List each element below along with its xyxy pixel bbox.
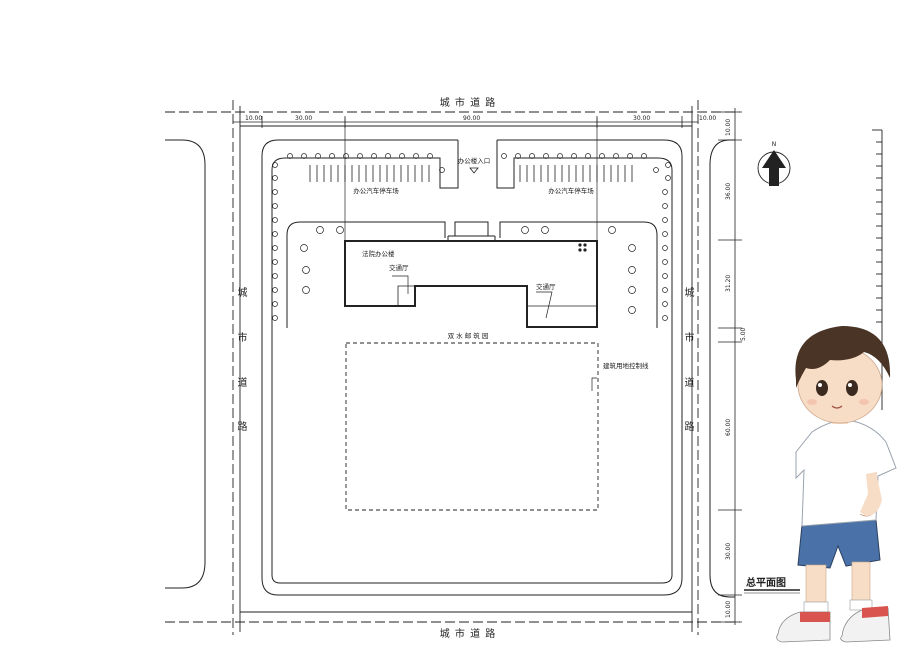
road-label-bottom: 城 市 道 路	[440, 627, 497, 640]
drawing-title: 总平面图	[746, 576, 786, 589]
dim-right-5: 60.00	[725, 419, 732, 436]
entrance-marker	[469, 167, 479, 174]
dim-top-5: 10.00	[699, 115, 716, 122]
road-label-left-2: 市	[238, 331, 249, 344]
dim-top-2: 30.00	[295, 115, 312, 122]
dim-right-4: 5.00	[740, 327, 747, 341]
road-label-left-3: 道	[238, 376, 249, 389]
road-label-left-1: 城	[238, 287, 249, 299]
parking-stalls-left	[309, 165, 430, 182]
control-line-label: 建筑用地控制线	[603, 361, 649, 370]
inner-solid-lines	[239, 106, 693, 632]
entrance-portico	[454, 221, 489, 237]
trees-right	[501, 153, 671, 321]
top-dimension-line	[233, 116, 698, 128]
parking-stalls-right	[519, 165, 633, 182]
road-label-right-3: 道	[685, 376, 696, 389]
right-road-curve	[709, 139, 735, 598]
ring-road-outer-edge	[261, 139, 683, 596]
road-label-right-4: 路	[685, 420, 696, 433]
boundary-lines	[165, 100, 740, 635]
roof-dots	[578, 243, 587, 252]
north-arrow-icon	[757, 150, 791, 186]
dim-right-6: 30.00	[725, 543, 732, 560]
left-road-curve	[165, 139, 206, 589]
cartoon-boy-illustration	[776, 326, 897, 643]
road-label-right-2: 市	[685, 331, 696, 344]
dim-top-4: 30.00	[633, 115, 650, 122]
hall-left-label: 交通厅	[389, 263, 409, 272]
future-site-label: 双 水 邮 筑 园	[448, 331, 489, 340]
dim-right-1: 10.00	[725, 119, 732, 136]
hall-right-label: 交通厅	[536, 282, 556, 291]
inner-ring	[286, 221, 446, 328]
leader-lines	[344, 118, 598, 391]
road-label-left-4: 路	[238, 420, 249, 433]
dim-right-7: 10.00	[725, 601, 732, 618]
parking-left-label: 办公汽车停车场	[353, 186, 399, 195]
road-label-right-1: 城	[685, 287, 696, 299]
office-building-label: 法院办公楼	[362, 249, 395, 258]
building-control-line	[345, 342, 599, 511]
parking-right-label: 办公汽车停车场	[548, 186, 594, 195]
right-dimension-line	[718, 108, 742, 625]
dim-top-3: 90.00	[463, 115, 480, 122]
dim-right-2: 36.00	[725, 183, 732, 200]
road-label-top: 城 市 道 路	[440, 96, 497, 109]
north-label: N	[772, 141, 777, 148]
dim-right-3: 31.20	[725, 275, 732, 292]
office-building-outline	[344, 240, 598, 328]
trees-left	[272, 153, 445, 321]
ring-road-inner-edge	[271, 140, 459, 328]
dim-top-1: 10.00	[245, 115, 262, 122]
entrance-label: 办公楼入口	[458, 156, 491, 165]
